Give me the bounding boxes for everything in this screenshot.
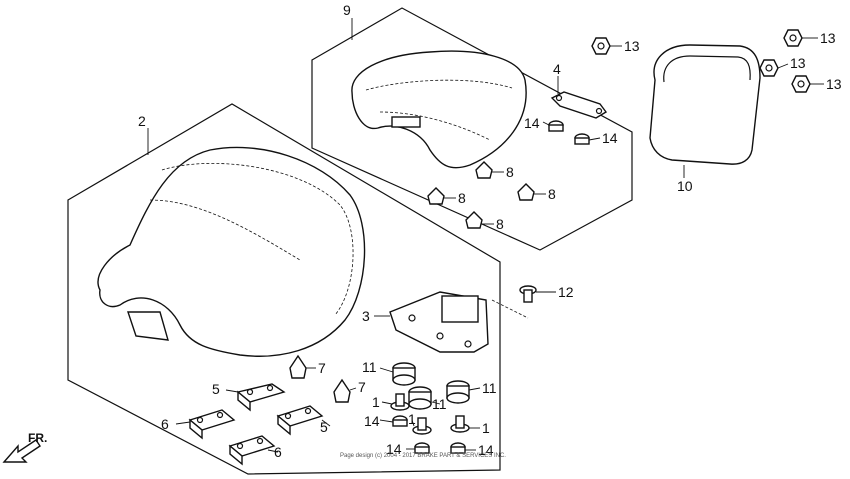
collar-1-c[interactable]	[450, 415, 470, 433]
cushion-11-c[interactable]	[446, 380, 470, 404]
bracket-4[interactable]	[550, 91, 608, 119]
nut-13-b[interactable]	[783, 29, 803, 47]
nut-13-d[interactable]	[791, 75, 811, 93]
callout-14-a: 14	[524, 115, 540, 131]
callout-8-d: 8	[496, 216, 504, 232]
callout-6-a: 6	[161, 416, 169, 432]
callout-8-b: 8	[458, 190, 466, 206]
pad-5-a[interactable]	[236, 383, 286, 412]
cushion-11-a[interactable]	[392, 362, 416, 386]
pad-6-a[interactable]	[188, 409, 236, 440]
callout-14-b: 14	[602, 130, 618, 146]
collar-1-b[interactable]	[412, 417, 432, 435]
callout-11-a: 11	[362, 359, 377, 375]
rubber-mount-8-d[interactable]	[465, 211, 483, 229]
callout-13-b: 13	[820, 30, 836, 46]
callout-13-c: 13	[790, 55, 806, 71]
callout-2: 2	[138, 113, 146, 129]
callout-13-a: 13	[624, 38, 640, 54]
rubber-mount-7-a[interactable]	[289, 354, 307, 379]
pad-6-b[interactable]	[228, 435, 276, 466]
collar-1-a[interactable]	[390, 393, 410, 411]
rubber-mount-8-c[interactable]	[517, 183, 535, 201]
callout-10: 10	[677, 178, 693, 194]
seat-group-frame	[67, 103, 501, 475]
callout-7-a: 7	[318, 360, 326, 376]
callout-4: 4	[553, 61, 561, 77]
nut-13-c[interactable]	[759, 59, 779, 77]
callout-12: 12	[558, 284, 574, 300]
collar-14-a[interactable]	[548, 120, 564, 132]
callout-7-b: 7	[358, 379, 366, 395]
callout-14-c: 14	[364, 413, 380, 429]
callout-13-d: 13	[826, 76, 842, 92]
callout-1-c: 1	[482, 420, 490, 436]
bolt-12[interactable]	[519, 285, 537, 303]
copyright-text: Page design (c) 2004 - 2017 BRAKE PART &…	[340, 453, 506, 459]
rubber-mount-8-b[interactable]	[427, 187, 445, 205]
callout-1-a: 1	[372, 394, 380, 410]
callout-5-a: 5	[212, 381, 220, 397]
callout-6-b: 6	[274, 444, 282, 460]
collar-14-c[interactable]	[392, 415, 408, 427]
base-plate-3[interactable]	[389, 291, 489, 353]
bolt-12-path-line	[491, 299, 529, 319]
leader-lines	[147, 18, 824, 453]
callout-14-e: 14	[478, 442, 494, 458]
callout-9: 9	[343, 2, 351, 18]
callout-1-b: 1	[408, 411, 416, 427]
backrest[interactable]	[649, 44, 761, 165]
front-arrow-icon	[2, 439, 41, 463]
callout-8-a: 8	[506, 164, 514, 180]
collar-14-d[interactable]	[414, 442, 430, 454]
pillion-group-frame	[311, 7, 633, 251]
pad-5-b[interactable]	[276, 405, 324, 436]
main-seat[interactable]	[97, 146, 366, 357]
rubber-mount-7-b[interactable]	[333, 378, 351, 403]
callout-14-d: 14	[386, 441, 402, 457]
front-direction-indicator: FR.	[2, 431, 47, 463]
callout-11-c: 11	[482, 380, 497, 396]
collar-14-e[interactable]	[450, 442, 466, 454]
callout-11-b: 11	[432, 396, 447, 412]
rubber-mount-8-a[interactable]	[475, 161, 493, 179]
collar-14-b[interactable]	[574, 133, 590, 145]
callout-5-b: 5	[320, 419, 328, 435]
nut-13-a[interactable]	[591, 37, 611, 55]
callout-8-c: 8	[548, 186, 556, 202]
front-label: FR.	[28, 431, 47, 445]
pillion-seat[interactable]	[351, 50, 527, 169]
callout-3: 3	[362, 308, 370, 324]
cushion-11-b[interactable]	[408, 386, 432, 410]
callout-labels: 2 9 4 13 13 13 13 14 14 8 8 8 8 10 12 3 …	[138, 2, 842, 460]
